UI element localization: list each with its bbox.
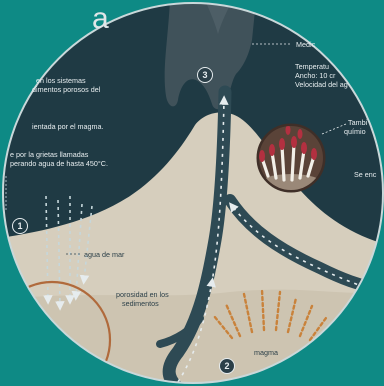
label-seawater: agua de mar <box>84 250 124 259</box>
label-porosity-a: porosidad en los <box>116 290 169 299</box>
step-badge-2: 2 <box>219 358 235 374</box>
label-left-1a: en los sistemas <box>36 76 86 85</box>
step-badge-1: 1 <box>12 218 28 234</box>
label-left-2: ientada por el magma. <box>32 122 104 131</box>
label-right-4: Se enc <box>354 170 376 179</box>
label-left-1b: dimentos porosos del <box>32 85 100 94</box>
label-left-3b: perando agua de hasta 450°C. <box>10 159 108 168</box>
label-right-2b: Ancho: 10 cr <box>295 71 335 80</box>
label-right-3a: Tambi <box>348 118 367 127</box>
step-badge-3: 3 <box>197 67 213 83</box>
label-right-1: Medic <box>296 40 315 49</box>
label-magma: magma <box>254 348 278 357</box>
label-right-2a: Temperatu <box>295 62 329 71</box>
label-porosity-b: sedimentos <box>122 299 159 308</box>
label-left-3a: e por la grietas llamadas <box>10 150 88 159</box>
label-right-2c: Velocidad del ag <box>295 80 348 89</box>
title-fragment: a <box>92 2 109 36</box>
label-right-3b: químio <box>344 127 366 136</box>
